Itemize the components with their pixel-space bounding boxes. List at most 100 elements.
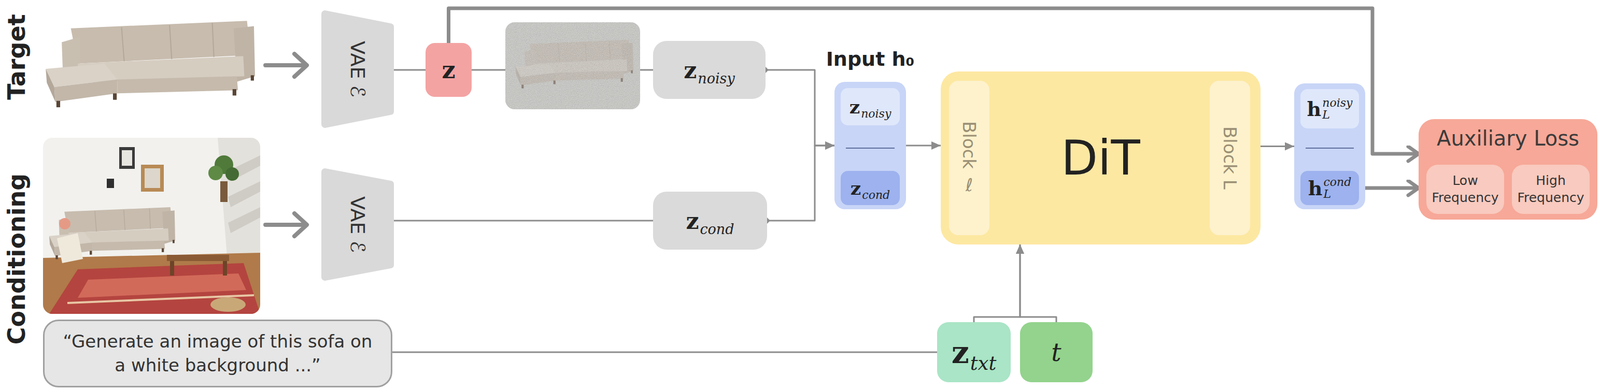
math-wrap: znoisy xyxy=(683,57,735,84)
connector xyxy=(767,145,835,221)
input-arrow xyxy=(265,53,307,237)
target-sofa-image xyxy=(45,20,256,108)
room-photo xyxy=(170,261,175,276)
connector xyxy=(1358,186,1419,191)
block-band: Block ℓ xyxy=(949,80,990,236)
room-photo xyxy=(43,252,261,315)
block-band: Block L xyxy=(1209,80,1251,236)
room-photo xyxy=(43,137,261,315)
room-photo xyxy=(225,167,239,181)
math-symbol: z xyxy=(685,207,699,235)
stack-heading: Input h₀ xyxy=(826,47,915,71)
latent-box: znoisy xyxy=(653,40,766,99)
input-stack: Input h₀znoisyzcond xyxy=(834,81,906,210)
room-photo xyxy=(106,178,115,189)
row-label: Conditioning xyxy=(2,173,31,345)
room-photo xyxy=(222,261,228,276)
math-wrap: znoisy xyxy=(849,95,892,118)
math-subscript: txt xyxy=(970,352,997,375)
loss-term-label: High Frequency xyxy=(1517,172,1585,207)
room-photo xyxy=(228,207,261,234)
math-subscript: noisy xyxy=(860,107,891,121)
trapezoid-outline xyxy=(324,172,391,278)
loss-term-label: Low Frequency xyxy=(1431,172,1499,207)
loss-box: Auxiliary LossLow Frequency High Frequenc… xyxy=(1418,119,1598,220)
connector xyxy=(1260,145,1295,148)
math-symbol: h xyxy=(1307,97,1322,121)
room-photo xyxy=(140,164,164,192)
math-symbol: z xyxy=(850,177,861,200)
math-wrap: zcond xyxy=(850,177,890,200)
math-wrap: hnoisyL xyxy=(1307,96,1353,121)
token-box: hnoisyL xyxy=(1300,89,1359,129)
math-wrap: zcond xyxy=(685,207,734,235)
connector xyxy=(765,69,835,146)
token-box: zcond xyxy=(840,171,900,206)
script-column: condL xyxy=(1323,176,1352,201)
math-symbol: z xyxy=(849,95,860,118)
math-subscript: noisy xyxy=(697,70,735,87)
encoder-trapezoid: VAE ℰ xyxy=(321,10,394,129)
timestep-symbol: t xyxy=(1051,337,1061,367)
connector xyxy=(393,69,426,72)
connector xyxy=(393,220,654,222)
room-photo xyxy=(144,168,161,189)
noisy-sofa-image xyxy=(505,22,641,110)
input-arrow xyxy=(265,63,306,68)
row-label: Target xyxy=(2,13,31,100)
math-subscript: cond xyxy=(699,221,734,238)
loss-title: Auxiliary Loss xyxy=(1436,126,1580,151)
connector xyxy=(1020,244,1057,323)
connector xyxy=(973,244,1021,323)
block-label: Block L xyxy=(1219,126,1241,190)
room-photo xyxy=(119,147,135,169)
latent-box: z xyxy=(425,43,472,97)
math-subscript: cond xyxy=(861,188,890,202)
connector xyxy=(905,145,941,147)
token-box: znoisy xyxy=(840,88,900,126)
math-symbol: h xyxy=(1308,176,1323,201)
target-sofa-image xyxy=(45,20,256,108)
room-photo xyxy=(49,263,261,315)
math-symbol: z xyxy=(683,57,697,84)
encoder-trapezoid: VAE ℰ xyxy=(321,168,394,281)
room-photo xyxy=(220,181,228,203)
loss-term: Low Frequency xyxy=(1426,164,1505,215)
room-photo xyxy=(208,165,223,181)
loss-term: High Frequency xyxy=(1511,164,1590,215)
math-subscript: L xyxy=(1322,108,1330,121)
output-stack: hnoisyLhcondL xyxy=(1294,83,1366,210)
input-arrow xyxy=(294,53,307,77)
token-box: hcondL xyxy=(1300,171,1359,206)
latent-box: zcond xyxy=(653,191,768,250)
connector xyxy=(448,8,1420,154)
noisy-sofa-image xyxy=(505,22,641,110)
math-wrap: z xyxy=(441,55,456,84)
prompt-text: “Generate an image of this sofa on a whi… xyxy=(57,330,379,378)
room-photo xyxy=(121,150,133,166)
room-photo xyxy=(57,233,83,264)
room-photo xyxy=(166,255,230,262)
stack-separator xyxy=(845,147,895,149)
math-subscript: L xyxy=(1323,188,1332,201)
transformer-box: DiTBlock ℓBlock L xyxy=(940,71,1261,245)
block-label: Block ℓ xyxy=(958,121,980,196)
math-wrap: hcondL xyxy=(1308,176,1352,201)
room-photo xyxy=(228,181,261,208)
script-column: noisyL xyxy=(1322,96,1353,121)
stack-separator xyxy=(1305,147,1354,149)
math-superscript: noisy xyxy=(1322,96,1353,109)
embedding-box: ztxt xyxy=(937,322,1011,383)
encoder-label: VAE ℰ xyxy=(346,40,370,98)
room-photo xyxy=(77,273,247,299)
input-arrow xyxy=(294,213,307,237)
math-wrap: ztxt xyxy=(951,334,997,371)
math-symbol: z xyxy=(441,55,456,84)
prompt-box: “Generate an image of this sofa on a whi… xyxy=(43,319,393,388)
input-arrow xyxy=(265,222,306,228)
math-symbol: z xyxy=(951,334,970,371)
stack-separator xyxy=(845,147,1354,149)
timestep-box: t xyxy=(1020,322,1093,383)
